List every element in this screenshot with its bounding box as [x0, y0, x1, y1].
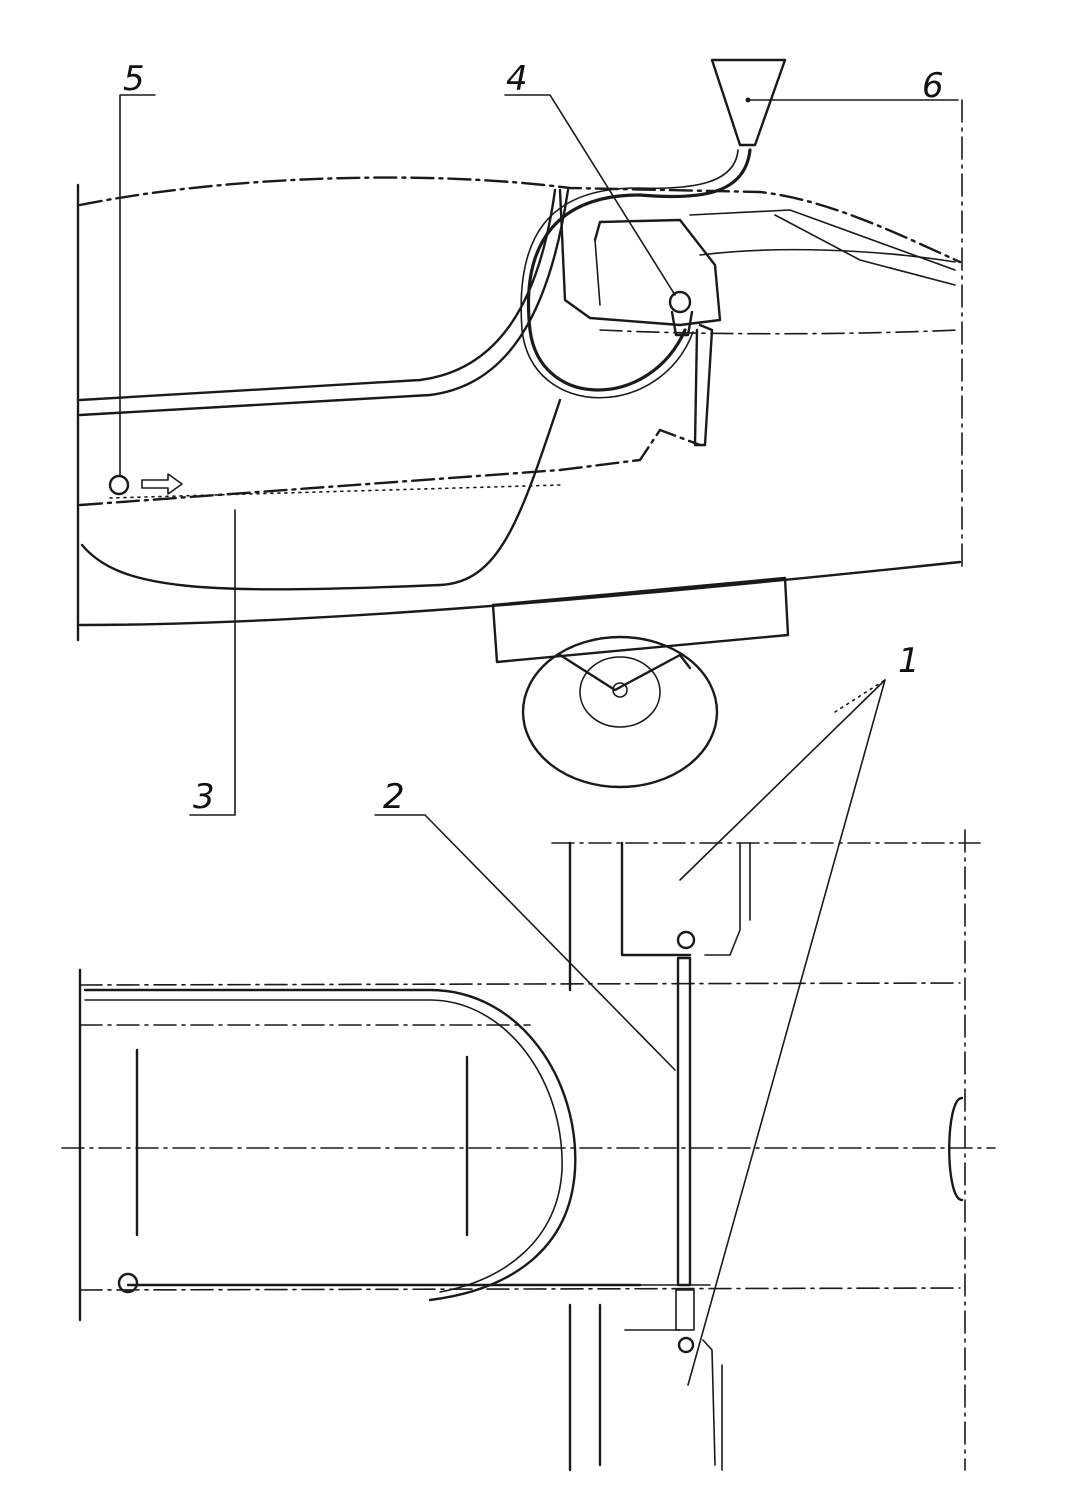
callout-2: 2 [383, 777, 405, 817]
bleed-nipple [108, 474, 130, 496]
hood-line-2 [774, 214, 956, 286]
suspension-arm [558, 653, 692, 692]
callout-3: 3 [193, 777, 215, 817]
plan-view [61, 679, 996, 1472]
bonnet-line [699, 248, 956, 263]
callout-6: 6 [922, 66, 944, 106]
wheel-arch-box [558, 188, 722, 327]
leader-1a [679, 679, 886, 881]
wheel-hub [579, 656, 661, 728]
flow-arrow [141, 473, 183, 495]
door-line-lower [78, 188, 570, 417]
filler-hose-inner [520, 149, 739, 399]
master-cylinder-body [670, 310, 694, 337]
funnel-leader-dot [745, 97, 751, 103]
master-cylinder [668, 290, 692, 314]
rod-pivot-top [676, 930, 696, 950]
leader-5 [119, 94, 156, 477]
hood-line [689, 209, 956, 271]
body-bottom-line [78, 560, 962, 627]
filler-funnel [710, 58, 787, 147]
bay-box [620, 841, 692, 957]
brake-fitting [117, 1272, 139, 1294]
plan-body-bottom [79, 1287, 961, 1291]
rear-fender-curve [80, 398, 562, 591]
pipe-run [109, 484, 561, 499]
body-upper-contour [78, 176, 962, 264]
filler-hose-outer [526, 148, 752, 392]
wheel-arch-inner [594, 239, 601, 306]
rod-assembly [676, 956, 692, 1287]
leader-3 [189, 509, 236, 816]
bay-rails [704, 842, 751, 956]
rear-bay-rails [702, 1339, 723, 1471]
suspension-beam [491, 576, 790, 664]
wheel [521, 635, 719, 789]
belt-line [599, 329, 959, 335]
hub-bolt [612, 682, 628, 698]
callout-4: 4 [506, 59, 528, 99]
callout-5: 5 [123, 59, 145, 99]
side-view [76, 58, 963, 816]
callout-labels: 5 4 6 1 2 3 [123, 59, 944, 817]
sill-line [78, 428, 702, 507]
leader-1-dash [834, 679, 886, 713]
leader-4 [504, 94, 676, 296]
rear-arch-outer [83, 988, 577, 1302]
pushrod [693, 323, 714, 447]
callout-1: 1 [898, 641, 920, 681]
rod-pivot-bottom [677, 1336, 695, 1354]
rear-bay-walls [568, 1303, 602, 1472]
door-handle [948, 1096, 964, 1202]
rear-arch-inner [84, 999, 563, 1293]
leader-2 [374, 814, 676, 1071]
plan-body-top [79, 982, 961, 986]
door-line-upper [78, 188, 557, 402]
rod-clevis [675, 1289, 695, 1331]
leader-1b [687, 679, 886, 1386]
